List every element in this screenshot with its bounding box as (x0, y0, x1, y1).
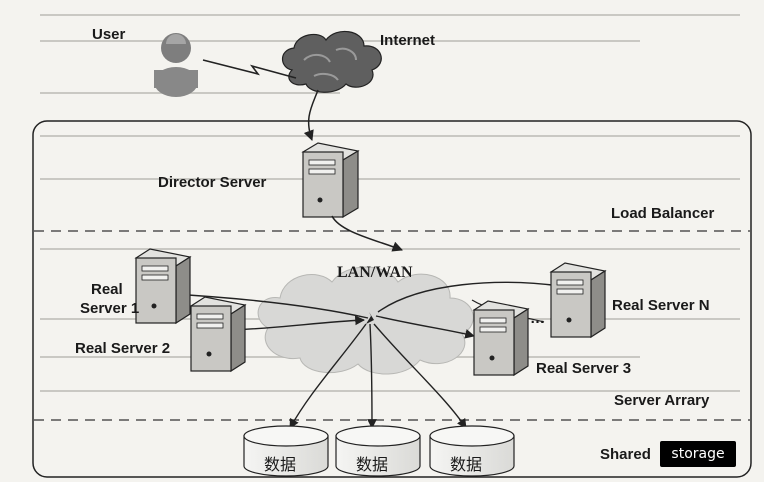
user-internet-link (202, 59, 297, 79)
background-text-line (40, 135, 740, 137)
storage-unit-label: 数据 (264, 455, 297, 474)
lan-real2-link (231, 315, 365, 335)
background-text-line (40, 178, 740, 180)
background-text-line (40, 248, 740, 250)
shared-label: Shared (600, 446, 651, 463)
real-server-3-icon (472, 300, 530, 377)
ellipsis-label: … (530, 310, 545, 327)
lan-wan-label: LAN/WAN (337, 264, 413, 281)
storage-cylinder-1-icon (243, 425, 329, 477)
storage-unit-label: 数据 (356, 455, 389, 474)
internet-cloud-icon (281, 30, 382, 93)
real-server-1-icon (134, 248, 192, 325)
server-array-label: Server Arrary (614, 392, 710, 409)
lan-storage1-link (289, 323, 367, 429)
internet-label: Internet (380, 32, 436, 49)
lan-wan-cloud-icon (257, 266, 474, 375)
storage-label: storage (660, 441, 736, 467)
lan-storage2-link (367, 323, 377, 429)
load-balancer-label: Load Balancer (611, 205, 715, 222)
lan-hub-icon (366, 312, 374, 324)
real-server-2-icon (189, 296, 247, 373)
background-text-line (40, 390, 740, 392)
real-server-1-label-line2: Server 1 (80, 300, 140, 317)
real-server-1-label-line1: Real (91, 281, 123, 298)
lan-realN-link (377, 279, 561, 313)
real-server-2-label: Real Server 2 (75, 340, 171, 357)
storage-cylinder-3-icon (429, 425, 515, 477)
lan-real1-link (171, 289, 369, 319)
cluster-boundary (32, 120, 752, 478)
real-server-n-icon (549, 262, 607, 339)
storage-unit-label: 数据 (450, 455, 483, 474)
lan-storage3-link (373, 323, 467, 429)
user-icon (154, 33, 198, 97)
lan-real3-link (375, 315, 475, 339)
director-server-label: Director Server (158, 174, 267, 191)
real-server-n-label: Real Server N (612, 297, 710, 314)
director-lan-link (331, 215, 403, 252)
user-label: User (92, 26, 126, 43)
director-server-icon (301, 142, 360, 219)
real-server-3-label: Real Server 3 (536, 360, 632, 377)
storage-cylinder-2-icon (335, 425, 421, 477)
internet-director-link (303, 89, 319, 141)
background-text-line (40, 14, 740, 16)
